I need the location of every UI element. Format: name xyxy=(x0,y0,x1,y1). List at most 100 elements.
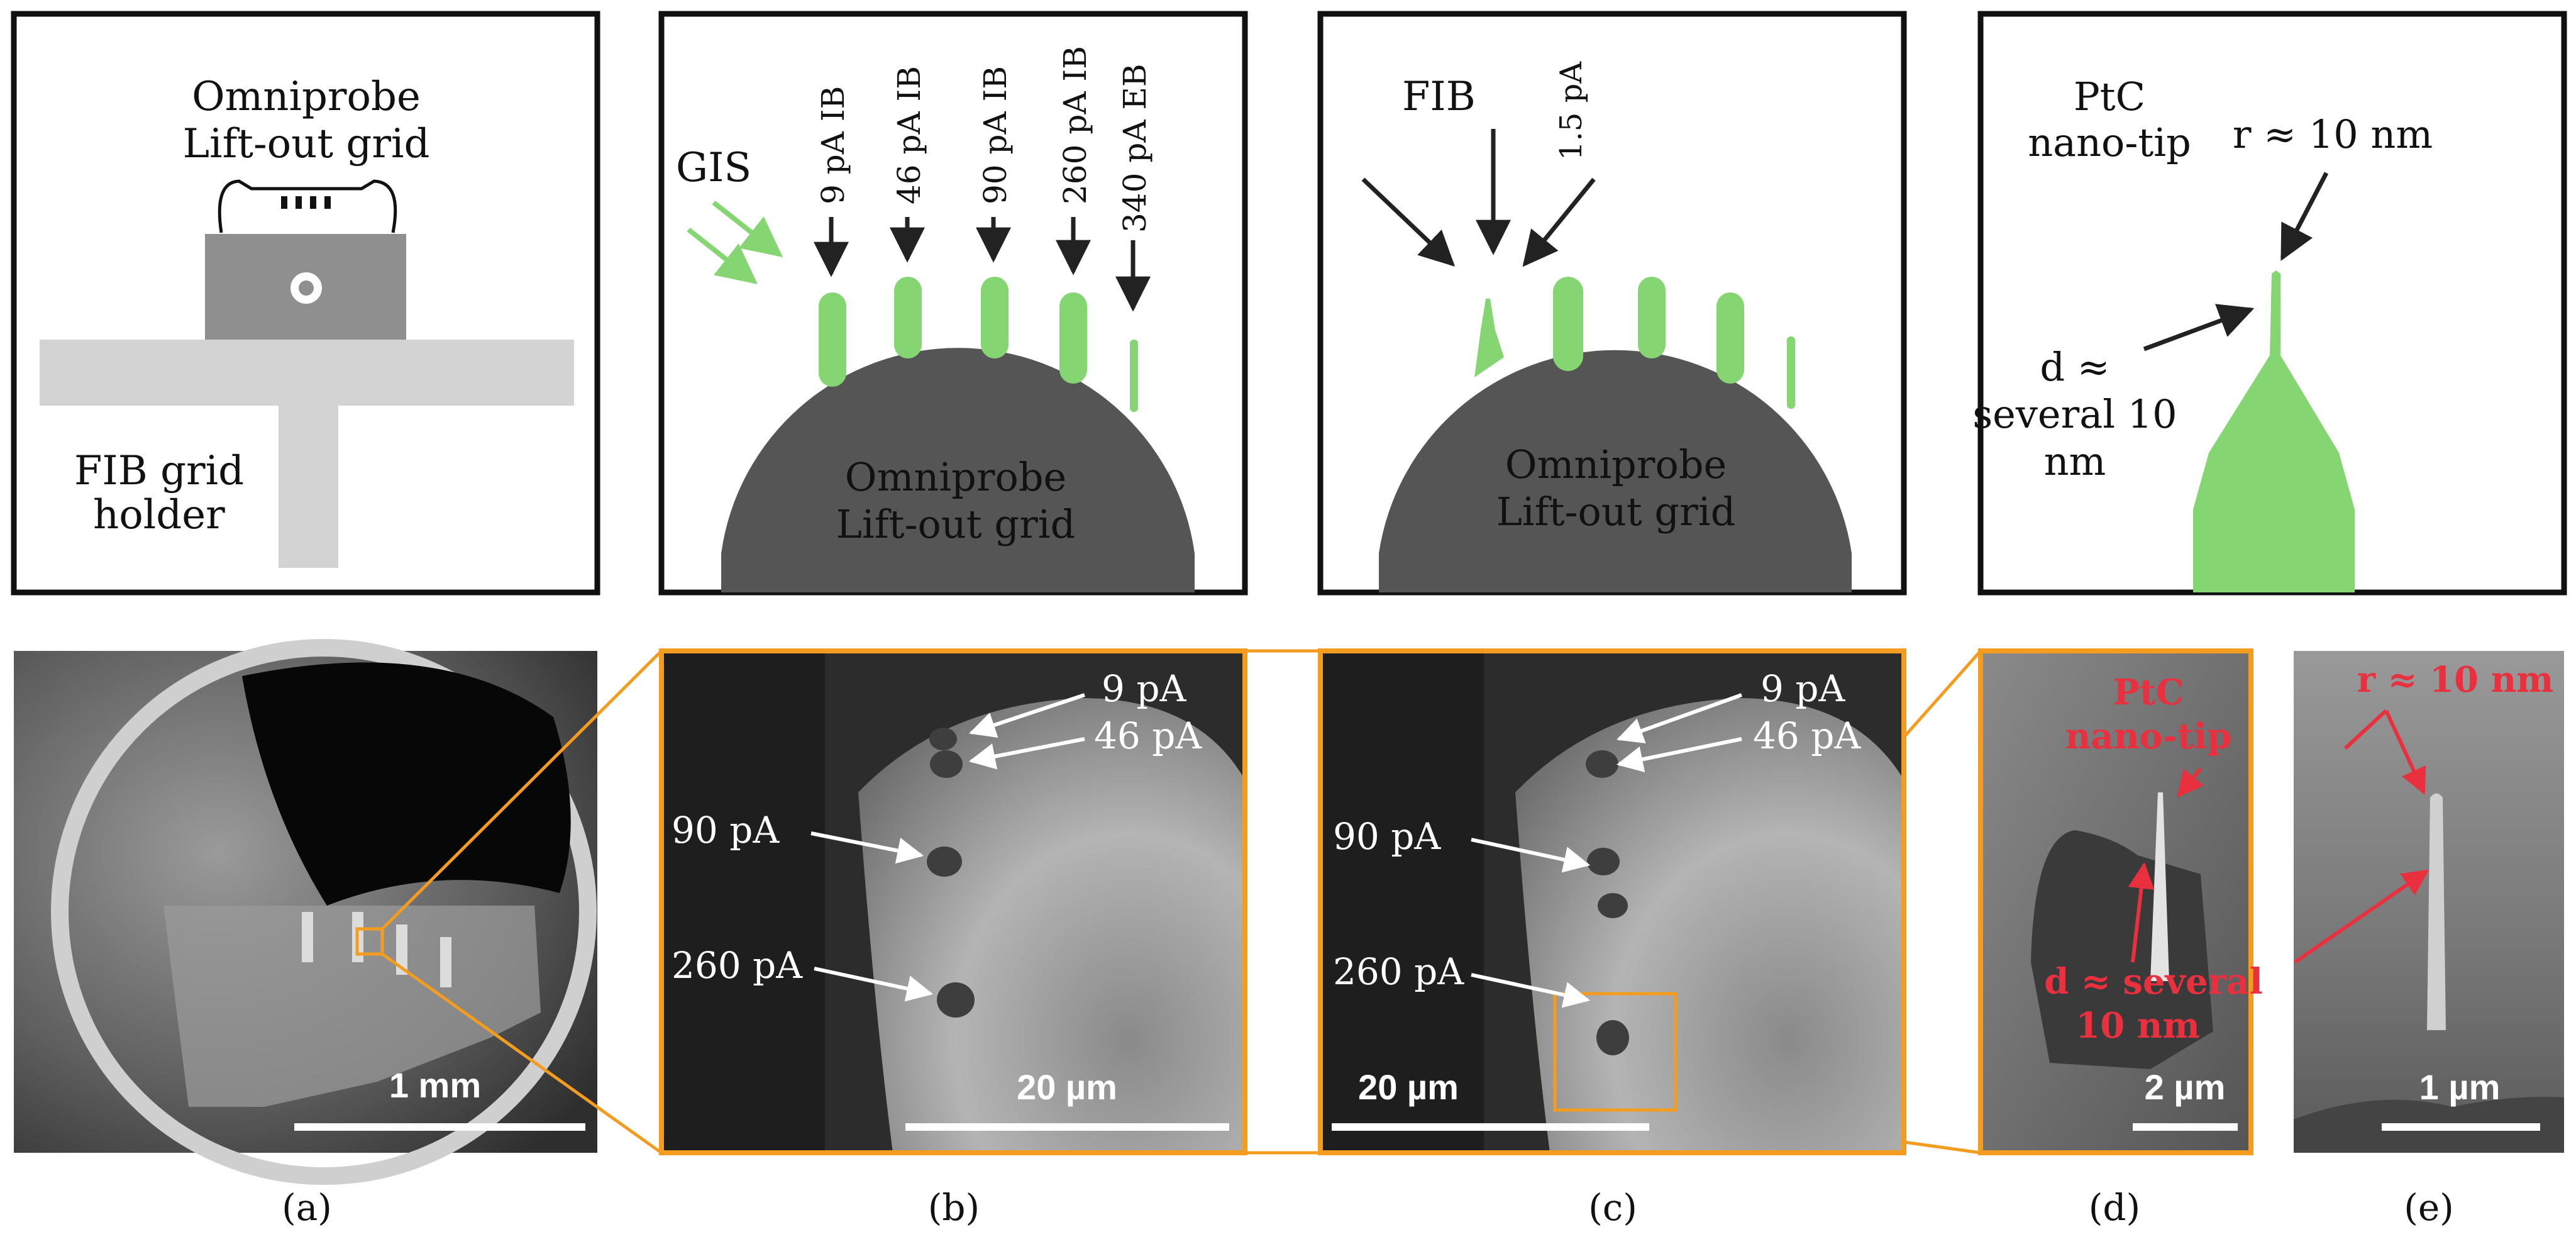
grid-label-line1: Omniprobe xyxy=(845,454,1066,500)
micrograph-a: 1 mm xyxy=(14,639,597,1185)
deposit-bumps xyxy=(1586,750,1629,1055)
r-arrow xyxy=(2384,709,2426,795)
scale-bar xyxy=(2133,1123,2238,1131)
current-label: 90 pA xyxy=(672,809,780,852)
grid-label-line2: Lift-out grid xyxy=(183,121,430,167)
caption-e: (e) xyxy=(2404,1186,2454,1229)
diameter-label-line3: nm xyxy=(2044,438,2106,484)
grid-clip-outline xyxy=(218,179,397,233)
radius-arrow xyxy=(2280,172,2329,261)
nano-tip xyxy=(2150,792,2169,981)
current-label: 1.5 pA xyxy=(1554,61,1589,160)
diameter-arrow xyxy=(2143,304,2255,352)
tip-label-line2: nano-tip xyxy=(2065,716,2232,757)
scale-label: 1 mm xyxy=(389,1065,481,1105)
caption-a: (a) xyxy=(282,1186,332,1229)
scale-bar xyxy=(2382,1123,2540,1131)
captions: (a) (b) (c) (d) (e) xyxy=(282,1186,2454,1229)
deposit-bumps xyxy=(927,728,975,1018)
grid-teeth xyxy=(281,196,331,209)
grid-dome xyxy=(1379,350,1852,592)
d-label-line1: d ≈ several xyxy=(2044,961,2262,1002)
current-label: 260 pA xyxy=(672,944,803,987)
grid-label-line2: Lift-out grid xyxy=(836,501,1076,547)
grid-sphere xyxy=(1515,698,1904,1153)
panel-a-schematic: Omniprobe Lift-out grid FIB grid holder xyxy=(11,11,600,596)
beam-arrows xyxy=(814,217,1151,312)
gis-arrow xyxy=(712,200,783,257)
current-label: 9 pA xyxy=(1761,667,1845,710)
r-label: r ≈ 10 nm xyxy=(2357,659,2554,701)
current-label: 46 pA xyxy=(1094,714,1202,757)
zoom-box xyxy=(1553,992,1678,1112)
fib-arrows xyxy=(1361,129,1596,267)
holder-label-line1: FIB grid xyxy=(74,448,244,494)
micrograph-c: 9 pA 46 pA 90 pA 260 pA 20 µm xyxy=(1318,648,1906,1155)
grid-label-line1: Omniprobe xyxy=(1505,441,1727,487)
nano-tip xyxy=(2427,793,2446,1030)
deposit-340pA xyxy=(1130,340,1138,412)
tip-label-line1: PtC xyxy=(2113,672,2184,713)
zoom-box xyxy=(355,927,384,956)
tip-label-line2: nano-tip xyxy=(2028,119,2191,165)
deposit xyxy=(1553,277,1583,371)
grid-label-line2: Lift-out grid xyxy=(1496,489,1736,535)
pillar-base xyxy=(2031,830,2213,1069)
deposit-9pA xyxy=(819,292,846,387)
current-label: 260 pA xyxy=(1333,950,1464,993)
gis-arrow xyxy=(687,227,758,284)
scale-bar xyxy=(294,1123,585,1131)
caption-b: (b) xyxy=(928,1186,980,1229)
grid-interior xyxy=(242,662,571,906)
d-arrow xyxy=(2128,862,2155,963)
panel-d-schematic: PtC nano-tip r ≈ 10 nm d ≈ several 10 nm xyxy=(1972,11,2567,596)
caption-d: (d) xyxy=(2089,1186,2140,1229)
grid-ring xyxy=(51,639,597,1185)
d-label-line2: 10 nm xyxy=(2076,1005,2199,1046)
holder-stem xyxy=(279,406,338,568)
micrograph-d: PtC nano-tip d ≈ several 10 nm 2 µm xyxy=(1978,648,2263,1155)
deposit xyxy=(1638,277,1666,358)
beam-label: 340 pA EB xyxy=(1117,64,1153,233)
scale-label: 1 µm xyxy=(2419,1067,2501,1107)
deposit-260pA xyxy=(1059,292,1087,384)
beam-label: 9 pA IB xyxy=(815,86,851,204)
label-arrows xyxy=(810,693,1085,1002)
scale-label: 20 µm xyxy=(1358,1067,1459,1107)
comb-teeth xyxy=(302,912,451,987)
nano-tip xyxy=(1474,299,1504,377)
scale-label: 20 µm xyxy=(1017,1067,1117,1107)
current-label: 9 pA xyxy=(1102,667,1186,710)
grid-dome xyxy=(721,348,1195,592)
tip-label-line1: PtC xyxy=(2074,74,2145,119)
deposit xyxy=(1716,292,1744,384)
diameter-label-line1: d ≈ xyxy=(2040,344,2109,390)
scale-bar xyxy=(1332,1123,1649,1131)
r-arrow xyxy=(2343,709,2388,750)
deposit-46pA xyxy=(894,277,922,358)
holder-label-line2: holder xyxy=(93,492,225,538)
r-arrow xyxy=(2294,869,2430,964)
deposit xyxy=(1787,336,1795,409)
holder-arm xyxy=(40,340,574,406)
panel-b-schematic: GIS 9 pA IB 46 pA IB 90 pA IB 260 pA IB … xyxy=(658,11,1248,596)
scale-label: 2 µm xyxy=(2145,1067,2226,1107)
grid-sphere xyxy=(858,698,1245,1153)
label-arrows xyxy=(1471,693,1743,1008)
micrograph-e: r ≈ 10 nm 1 µm xyxy=(2294,651,2564,1153)
grid-label-line1: Omniprobe xyxy=(192,74,421,120)
beam-label: 90 pA IB xyxy=(977,66,1014,204)
beam-label: 260 pA IB xyxy=(1057,46,1093,204)
scale-bar xyxy=(905,1123,1229,1131)
deposit-90pA xyxy=(981,277,1009,358)
panel-c-schematic: FIB 1.5 pA Omniprobe Lift-out grid xyxy=(1317,11,1907,596)
current-label: 90 pA xyxy=(1333,815,1441,858)
gis-label: GIS xyxy=(676,145,751,191)
caption-c: (c) xyxy=(1588,1186,1637,1229)
tip-arrow xyxy=(2177,767,2204,798)
beam-label: 46 pA IB xyxy=(891,66,927,204)
diameter-label-line2: several 10 xyxy=(1972,391,2177,437)
nano-tip xyxy=(2193,270,2355,592)
radius-label: r ≈ 10 nm xyxy=(2233,111,2433,157)
